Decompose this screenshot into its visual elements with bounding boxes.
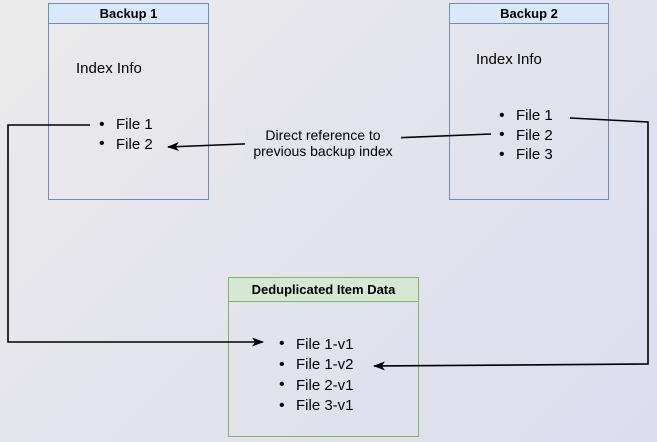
bullet-icon: • [279,335,285,353]
bullet-icon: • [499,126,505,144]
file-item-label: File 2 [116,135,153,153]
bullet-icon: • [99,135,105,153]
file-item-label: File 3-v1 [296,397,354,415]
annotation-line2: previous backup index [253,142,393,159]
dedup-header: Deduplicated Item Data [229,278,418,302]
file-item-label: File 1 [116,116,153,134]
bullet-icon: • [279,376,285,394]
list-item: • File 1 [496,106,553,126]
list-item: • File 3-v1 [276,396,354,417]
backup2-index-info-label: Index Info [476,51,542,68]
backup1-title: Backup 1 [99,6,158,21]
list-item: • File 1-v1 [276,334,354,355]
backup1-index-info-label: Index Info [76,60,142,77]
backup2-title: Backup 2 [500,6,558,21]
backup2-file-list: • File 1 • File 2 • File 3 [496,106,553,165]
backup2-header: Backup 2 [450,4,608,24]
dedup-file-list: • File 1-v1 • File 1-v2 • File 2-v1 • File 3-v1 [276,334,354,416]
list-item: • File 1 [96,115,153,135]
list-item: • File 2 [496,126,553,146]
file-item-label: File 3 [516,146,553,164]
backup2-box: Backup 2 [449,3,609,200]
bullet-icon: • [279,396,285,414]
bullet-icon: • [279,355,285,373]
backup1-box: Backup 1 [48,3,209,200]
backup1-file-list: • File 1 • File 2 [96,115,153,154]
list-item: • File 3 [496,145,553,165]
backup1-header: Backup 1 [49,4,208,24]
list-item: • File 2-v1 [276,375,354,396]
file-item-label: File 1-v1 [296,335,354,353]
file-item-label: File 1 [516,107,553,125]
file-item-label: File 2 [516,126,553,144]
dedup-title: Deduplicated Item Data [251,282,396,297]
direct-reference-annotation: Direct reference to previous backup inde… [245,127,401,159]
bullet-icon: • [99,115,105,133]
list-item: • File 1-v2 [276,355,354,376]
annotation-line1: Direct reference to [265,127,381,143]
file-item-label: File 2-v1 [296,376,354,394]
file-item-label: File 1-v2 [296,356,354,374]
bullet-icon: • [499,106,505,124]
bullet-icon: • [499,145,505,163]
list-item: • File 2 [96,135,153,155]
